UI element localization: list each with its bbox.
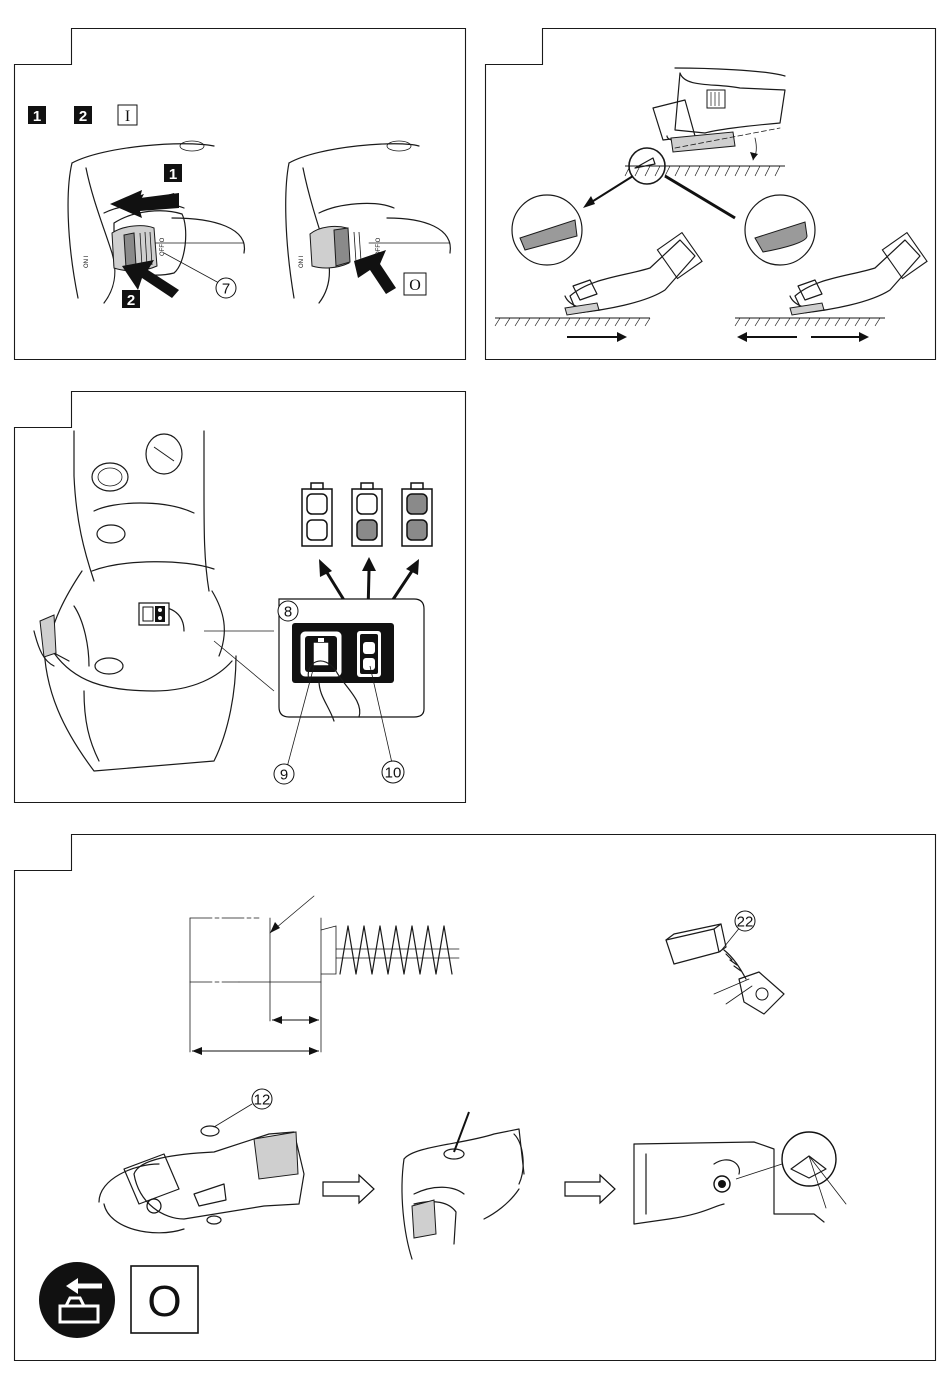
indicator-zoom bbox=[279, 599, 424, 771]
svg-text:I: I bbox=[125, 108, 130, 125]
carbon-brush-illustration bbox=[666, 924, 784, 1014]
svg-text:2: 2 bbox=[79, 108, 87, 125]
callout-7: 7 bbox=[216, 278, 236, 298]
remove-battery-icon bbox=[39, 1262, 115, 1338]
svg-text:ON I: ON I bbox=[299, 255, 305, 268]
svg-text:8: 8 bbox=[284, 604, 292, 621]
svg-text:ON I: ON I bbox=[84, 255, 90, 268]
grinder-tilted-illustration bbox=[583, 68, 785, 218]
step-1-label: 1 bbox=[28, 106, 46, 125]
indicator-state-half bbox=[352, 483, 382, 546]
tool-switch-on-illustration: ON I OFF O bbox=[68, 141, 244, 303]
svg-text:7: 7 bbox=[222, 281, 230, 298]
panel-grinding-angle bbox=[485, 28, 936, 360]
off-symbol: O bbox=[131, 1266, 198, 1333]
svg-text:9: 9 bbox=[280, 767, 288, 784]
callout-8: 8 bbox=[278, 601, 298, 621]
brush-removed-illustration bbox=[634, 1132, 846, 1224]
svg-text:22: 22 bbox=[737, 914, 754, 931]
panel-frame bbox=[15, 392, 466, 803]
panel-frame bbox=[15, 29, 466, 360]
tool-body-illustration bbox=[34, 431, 274, 771]
callout-9: 9 bbox=[274, 764, 294, 784]
callout-12: 12 bbox=[252, 1089, 272, 1109]
svg-text:O: O bbox=[147, 1277, 181, 1326]
grinder-brush-caps-illustration bbox=[99, 1104, 304, 1233]
incorrect-angle-detail bbox=[745, 195, 815, 265]
indicator-state-full bbox=[402, 483, 432, 546]
panel-frame bbox=[486, 29, 936, 360]
step-2-label: 2 bbox=[74, 106, 92, 125]
off-symbol: O bbox=[404, 273, 426, 295]
panel-battery-indicator: 8 9 10 bbox=[14, 391, 466, 803]
panel-switch-operation: 1 2 I O bbox=[14, 28, 466, 360]
svg-text:O: O bbox=[409, 277, 421, 294]
correct-angle-detail bbox=[512, 195, 582, 265]
step-2-arrow-label: 2 bbox=[122, 290, 140, 309]
indicator-state-empty bbox=[302, 483, 332, 546]
callout-10: 10 bbox=[382, 761, 404, 783]
svg-text:10: 10 bbox=[385, 765, 402, 782]
brush-wear-dimension-diagram bbox=[190, 896, 459, 1055]
svg-text:2: 2 bbox=[127, 292, 135, 309]
svg-text:1: 1 bbox=[33, 108, 41, 125]
callout-22: 22 bbox=[735, 911, 755, 931]
panel-brush-maintenance: 22 12 bbox=[14, 834, 936, 1361]
svg-text:1: 1 bbox=[169, 166, 177, 183]
step-arrow-1 bbox=[323, 1175, 374, 1203]
svg-text:12: 12 bbox=[254, 1092, 271, 1109]
screwdriver-step-illustration bbox=[402, 1112, 524, 1259]
on-symbol: I bbox=[118, 105, 137, 125]
step-arrow-2 bbox=[565, 1175, 615, 1203]
step-1-arrow-label: 1 bbox=[164, 164, 182, 183]
